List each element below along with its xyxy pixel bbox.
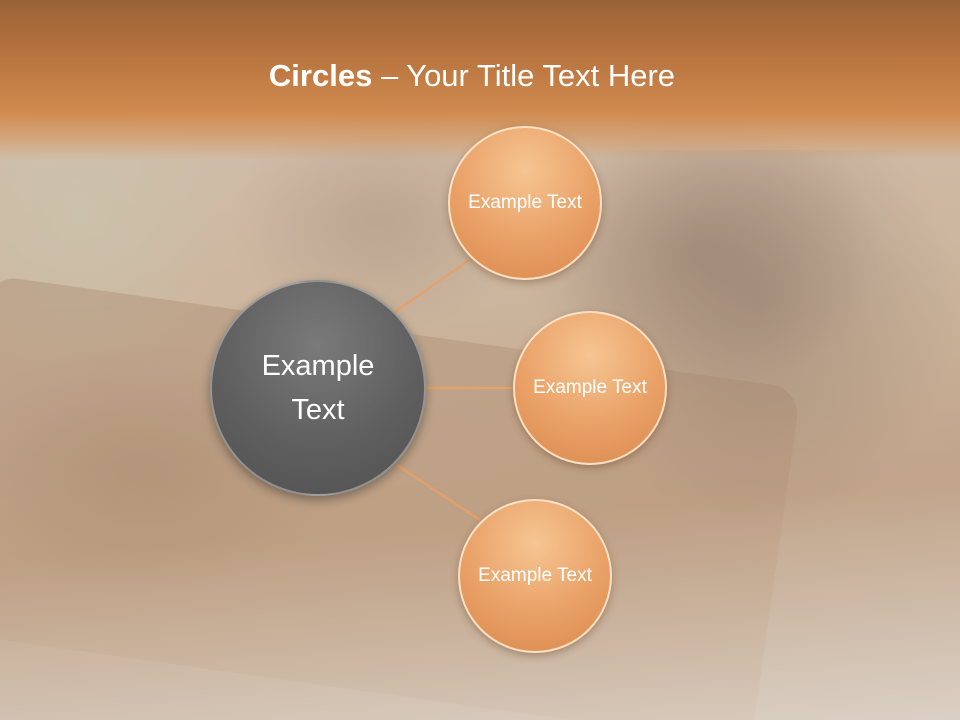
slide-title: Circles – Your Title Text Here [0, 56, 944, 96]
circle-node-middle[interactable]: Example Text [513, 311, 667, 465]
connector-line-top [394, 253, 479, 313]
circle-node-label: Example Text [468, 192, 582, 213]
circle-node-top[interactable]: Example Text [448, 126, 602, 280]
circle-node-bottom[interactable]: Example Text [458, 499, 612, 653]
connector-line-bottom [396, 464, 481, 521]
center-circle-label: Example Text [261, 350, 375, 426]
title-rest: – Your Title Text Here [372, 58, 676, 93]
circle-node-label: Example Text [533, 377, 647, 398]
header-band [0, 0, 960, 160]
center-circle[interactable]: Example Text [210, 280, 426, 496]
circle-node-label: Example Text [478, 565, 592, 586]
title-bold: Circles [268, 58, 373, 93]
